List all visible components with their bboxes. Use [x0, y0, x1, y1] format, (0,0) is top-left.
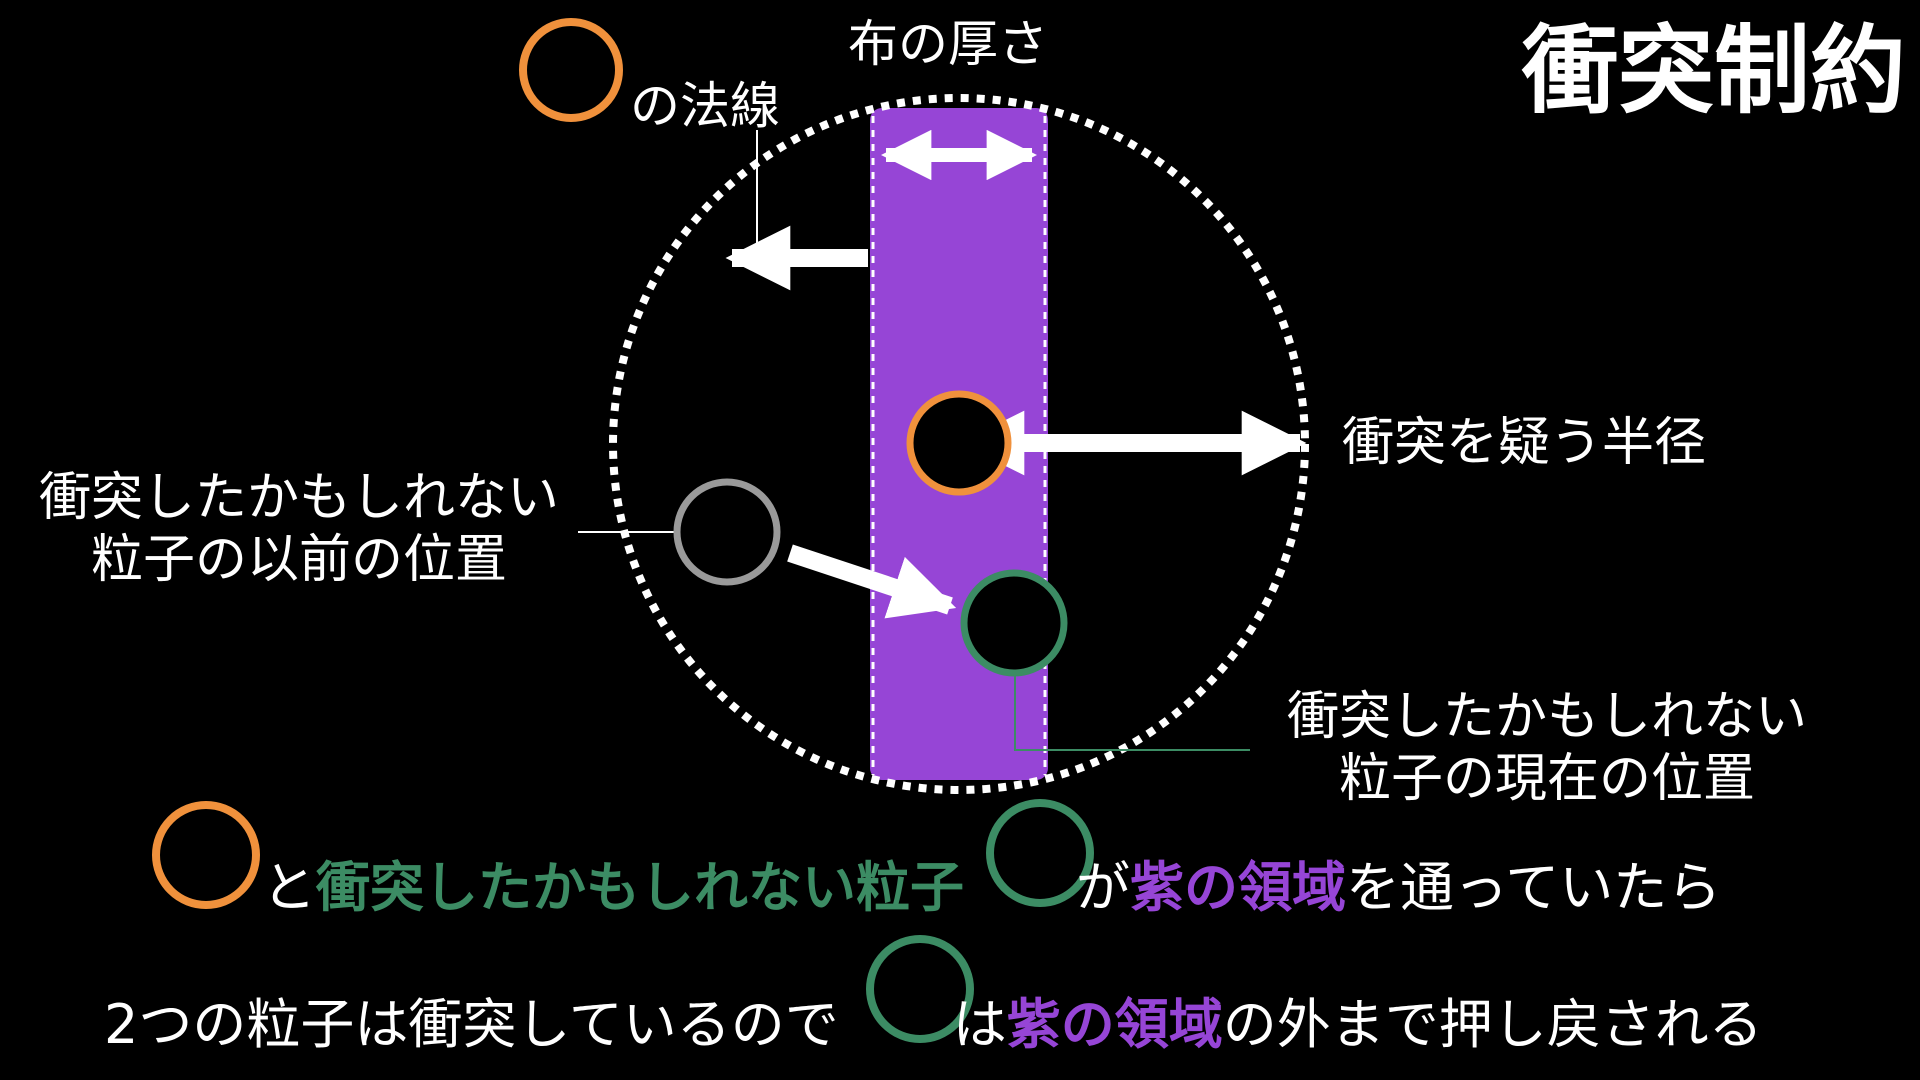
result-sentence: 2つの粒子は衝突しているので は紫の領域の外まで押し戻される	[104, 993, 1763, 1058]
result-sentence-part2: は	[952, 993, 1007, 1056]
suspect-radius-label: 衝突を疑う半径	[1342, 413, 1707, 473]
result-sentence-part4: の外まで押し戻される	[1222, 993, 1763, 1056]
green-legend-circle-sentence2	[866, 935, 974, 1043]
condition-sentence-part5: を通っていたら	[1346, 856, 1722, 919]
movement-arrow	[787, 544, 957, 619]
result-sentence-region: 紫の領域	[1006, 993, 1223, 1056]
condition-sentence-particle: 衝突したかもしれない粒子	[316, 856, 964, 919]
condition-sentence: と衝突したかもしれない粒子 が紫の領域を通っていたら	[262, 856, 1721, 921]
previous-position-label-line1: 衝突したかもしれない	[38, 468, 559, 528]
orange-legend-circle-bottom	[152, 801, 260, 909]
orange-particle	[906, 390, 1012, 496]
current-position-label: 衝突したかもしれない 粒子の現在の位置	[1262, 686, 1832, 811]
current-position-leader	[1014, 672, 1250, 751]
orange-legend-circle-top	[519, 18, 623, 122]
result-sentence-part1: 2つの粒子は衝突しているので	[104, 993, 839, 1056]
current-position-label-line1: 衝突したかもしれない	[1286, 687, 1807, 747]
normal-label: の法線	[630, 77, 780, 135]
condition-sentence-part3: が	[1076, 856, 1130, 919]
current-position-label-line2: 粒子の現在の位置	[1338, 749, 1755, 810]
green-particle-current	[960, 569, 1068, 677]
condition-sentence-part1: と	[262, 856, 316, 919]
green-legend-circle-sentence1	[986, 799, 1094, 907]
cloth-thickness-label: 布の厚さ	[848, 15, 1048, 73]
condition-sentence-region: 紫の領域	[1130, 856, 1346, 919]
gray-particle-previous	[673, 478, 781, 586]
previous-position-label-line2: 粒子の以前の位置	[90, 530, 507, 591]
previous-position-label: 衝突したかもしれない 粒子の以前の位置	[14, 467, 584, 592]
slide-title: 衝突制約	[1522, 15, 1906, 127]
